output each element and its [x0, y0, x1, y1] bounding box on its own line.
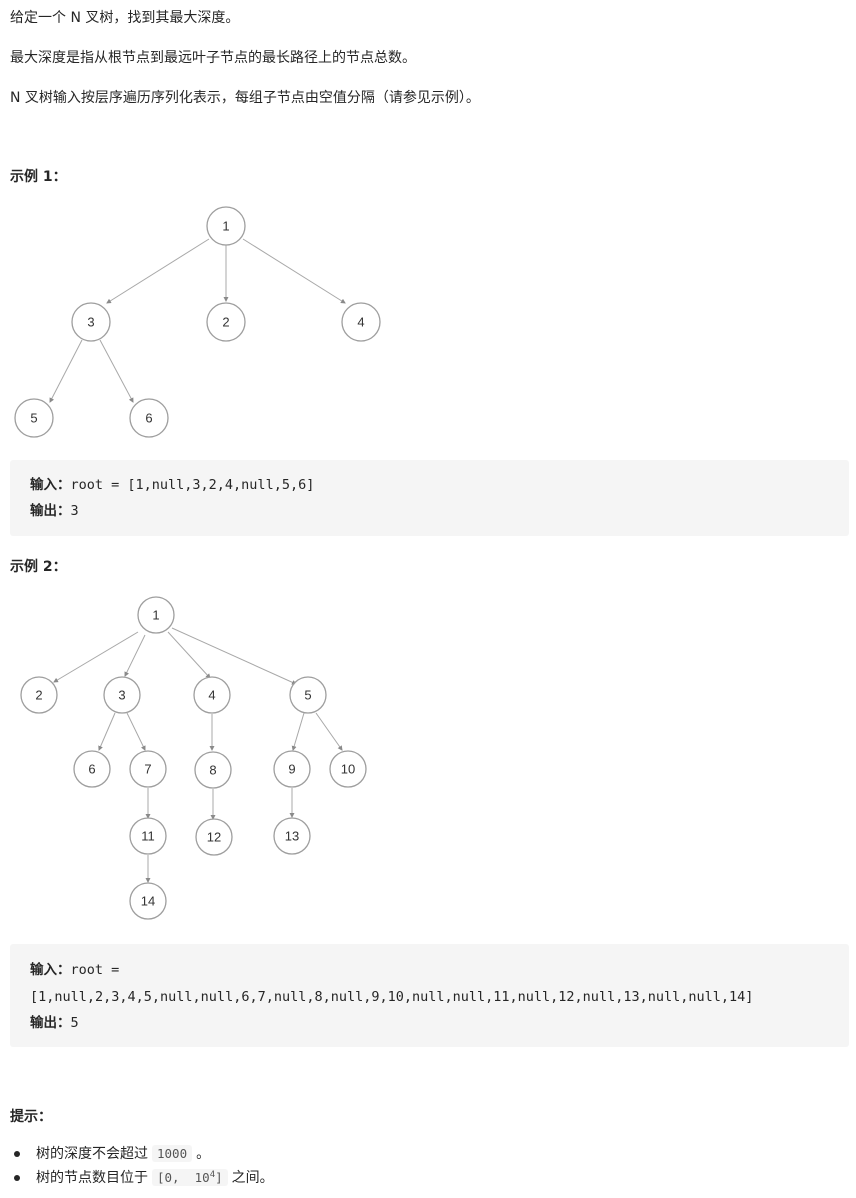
tree-node: 14: [129, 882, 167, 920]
tree-edge: [99, 339, 134, 403]
tree-node-label: 2: [35, 688, 42, 703]
tree-node-label: 5: [30, 411, 37, 426]
tree-node: 7: [129, 750, 167, 788]
tree-node: 11: [129, 817, 167, 855]
tree-node: 13: [273, 817, 311, 855]
tree-node-label: 9: [288, 762, 295, 777]
tree-node-label: 3: [87, 315, 94, 330]
tree-edge: [315, 712, 343, 751]
tree-node: 9: [273, 750, 311, 788]
input-value: root = [1,null,3,2,4,null,5,6]: [70, 477, 315, 493]
tree-node-label: 3: [118, 688, 125, 703]
example-1-tree-diagram: 1 3 2 4 5 6: [14, 206, 381, 438]
example-2-input-array: [1,null,2,3,4,5,null,null,6,7,null,8,nul…: [30, 989, 754, 1005]
tree-edge: [49, 339, 83, 403]
output-label: 输出：: [30, 503, 71, 519]
tree-node: 6: [73, 750, 111, 788]
tree-node-label: 13: [285, 829, 299, 844]
example-2-tree-diagram: 1 2 3 4 5 6 7 8 9 10 11 12 13 14: [20, 596, 367, 920]
tree-node: 1: [137, 596, 175, 634]
tree-node-label: 4: [357, 315, 364, 330]
hints-heading: 提示：: [10, 1109, 52, 1125]
output-value: 3: [70, 503, 79, 519]
output-label: 输出：: [30, 1015, 71, 1031]
inline-code: 1000: [152, 1145, 193, 1162]
description-paragraph-3: N 叉树输入按层序遍历序列化表示，每组子节点由空值分隔（请参见示例）。: [10, 90, 480, 106]
input-value: root =: [70, 962, 120, 978]
output-value: 5: [70, 1015, 79, 1031]
input-label: 输入：: [30, 477, 71, 493]
tree-node: 1: [206, 206, 246, 246]
tree-node-label: 2: [222, 315, 229, 330]
tree-node-label: 11: [141, 829, 155, 844]
tree-edge: [98, 712, 116, 751]
tree-node: 4: [341, 302, 381, 342]
inline-code: [0, 104]: [152, 1169, 228, 1186]
tree-node: 5: [14, 398, 54, 438]
example-2-heading: 示例 2：: [10, 559, 67, 575]
tree-node: 6: [129, 398, 169, 438]
tree-node: 4: [193, 676, 231, 714]
example-1-heading: 示例 1：: [10, 169, 67, 185]
tree-node-label: 1: [152, 608, 159, 623]
tree-node: 10: [329, 750, 367, 788]
tree-node: 3: [103, 676, 141, 714]
description-paragraph-1: 给定一个 N 叉树，找到其最大深度。: [10, 10, 240, 26]
tree-edge: [291, 712, 305, 751]
tree-node-label: 8: [209, 763, 216, 778]
tree-node-label: 12: [207, 830, 221, 845]
example-1-output-line: 输出：3: [30, 498, 79, 524]
tree-node: 8: [194, 751, 232, 789]
tree-node-label: 10: [341, 762, 355, 777]
tree-node-label: 5: [304, 688, 311, 703]
tree-node-label: 14: [141, 894, 155, 909]
tree-node: 2: [206, 302, 246, 342]
tree-edge: [167, 631, 211, 679]
tree-node: 5: [289, 676, 327, 714]
tree-edge: [53, 631, 139, 683]
tree-node-label: 6: [145, 411, 152, 426]
tree-node: 3: [71, 302, 111, 342]
tree-node: 2: [20, 676, 58, 714]
example-2-input-line: 输入：root =: [30, 957, 119, 983]
tree-node-label: 4: [208, 688, 215, 703]
tree-edge: [124, 634, 146, 677]
tree-node: 12: [195, 818, 233, 856]
tree-edge: [242, 238, 346, 304]
tree-edge: [126, 712, 146, 751]
list-item: 树的节点数目位于[0, 104]之间。: [14, 1166, 274, 1190]
example-1-input-line: 输入：root = [1,null,3,2,4,null,5,6]: [30, 472, 314, 498]
example-2-code-block: 输入：root = [1,null,2,3,4,5,null,null,6,7,…: [10, 944, 849, 1047]
tree-node-label: 7: [144, 762, 151, 777]
input-label: 输入：: [30, 962, 71, 978]
tree-node-label: 6: [88, 762, 95, 777]
description-paragraph-2: 最大深度是指从根节点到最远叶子节点的最长路径上的节点总数。: [10, 50, 416, 66]
example-1-code-block: 输入：root = [1,null,3,2,4,null,5,6] 输出：3: [10, 460, 849, 536]
tree-edge: [171, 627, 297, 685]
tree-edge: [106, 238, 210, 304]
tree-node-label: 1: [222, 219, 229, 234]
example-2-output-line: 输出：5: [30, 1010, 79, 1036]
